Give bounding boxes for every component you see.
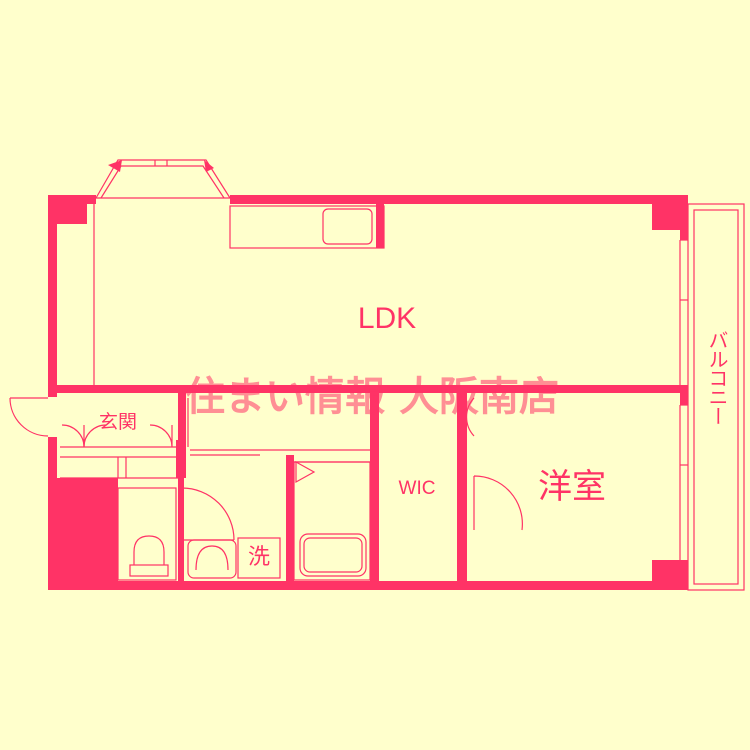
western-room-label: 洋室 — [538, 468, 606, 506]
walls — [48, 160, 688, 590]
washing-machine-pan — [237, 537, 281, 579]
entrance-label: 玄関 — [99, 411, 137, 433]
western-door-swing — [473, 475, 523, 531]
wic-label: WIC — [399, 478, 436, 499]
entrance-door-swing — [9, 397, 49, 437]
kitchen-counter — [229, 205, 385, 249]
balcony-label: バルコニー — [705, 330, 727, 425]
bay-window-outline — [95, 159, 231, 199]
wash-basin — [187, 539, 237, 579]
bay-window-inner — [100, 165, 225, 199]
ldk-label: LDK — [358, 302, 416, 335]
toilet-room — [117, 487, 177, 581]
bathtub — [299, 533, 367, 577]
watermark: 住まい情報 大阪南店 — [185, 374, 559, 420]
labels: LDK 洋室 WIC 玄関 洗 バルコニー — [99, 302, 727, 569]
kitchen-sink — [322, 208, 373, 245]
bathroom — [293, 461, 371, 581]
toilet-bowl — [133, 535, 165, 565]
balcony-inner — [693, 209, 739, 585]
washroom-label: 洗 — [248, 544, 270, 569]
thin-lines — [9, 159, 745, 591]
